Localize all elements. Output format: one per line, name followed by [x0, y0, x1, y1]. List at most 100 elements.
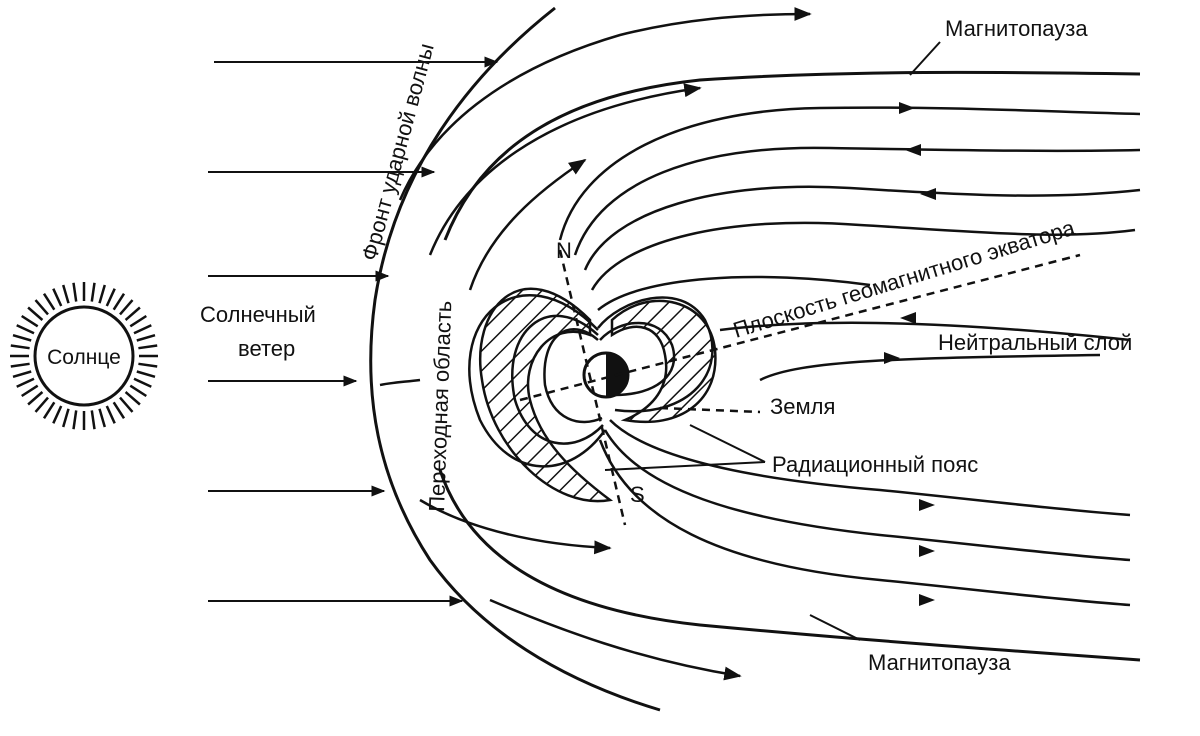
tail-arrow — [919, 499, 935, 511]
magnetopause-bottom-line — [438, 469, 1141, 662]
tail-arrows — [884, 102, 936, 606]
sun-ray — [42, 293, 56, 311]
earth-pointer — [659, 406, 761, 414]
sun-ray — [119, 299, 134, 316]
magnetopause-pointer — [909, 41, 941, 76]
field-line — [609, 419, 1131, 517]
sun-ray — [72, 410, 78, 430]
sun-ray — [61, 408, 70, 428]
sun-ray — [52, 405, 63, 424]
sun-ray — [136, 370, 156, 379]
magnetopause-bottom-label: Магнитопауза — [868, 650, 1011, 675]
flow-line — [428, 83, 702, 256]
sun-ray — [129, 384, 147, 398]
sun-ray — [10, 362, 30, 368]
sun-ray — [105, 288, 116, 307]
sun-ray — [133, 324, 152, 335]
earth-label: Земля — [770, 394, 835, 419]
sun-ray — [90, 410, 96, 430]
sun-ray — [133, 377, 152, 388]
flow-line — [489, 598, 742, 681]
sun-ray — [10, 344, 30, 350]
earth — [582, 351, 630, 399]
sun-ray — [119, 396, 134, 413]
field-line — [590, 221, 1136, 291]
field-line — [597, 275, 871, 311]
tail-arrow — [920, 188, 936, 200]
sun-ray — [12, 370, 32, 379]
neutral-layer-label: Нейтральный слой — [938, 330, 1132, 355]
sun-ray — [138, 344, 158, 350]
sun-ray — [34, 396, 49, 413]
neutral-layer-line — [759, 353, 1101, 382]
flow-line — [379, 378, 421, 387]
sun-ray — [16, 377, 35, 388]
transition-region-label: Переходная область — [424, 300, 456, 512]
flow-line — [398, 7, 812, 201]
sun-ray — [34, 299, 49, 316]
sun-rays — [10, 282, 158, 430]
field-line — [573, 146, 1141, 256]
radiation-belt-right — [610, 299, 717, 424]
tail-arrow — [899, 102, 915, 114]
sun-disk — [33, 305, 135, 407]
sun-ray — [61, 284, 70, 304]
flow-line — [468, 158, 587, 291]
sun-ray — [138, 362, 158, 368]
sun-label: Солнце — [47, 346, 121, 369]
sun-ray — [124, 306, 141, 321]
sun-ray — [16, 324, 35, 335]
sun-ray — [129, 314, 147, 328]
solar-wind-arrows — [208, 56, 499, 607]
tail-arrow — [919, 594, 935, 606]
magnetic-axis — [558, 249, 627, 526]
tail-field-lines — [558, 106, 1141, 607]
sun-ray — [98, 408, 107, 428]
field-line — [558, 106, 1141, 241]
north-pole-label: N — [556, 238, 572, 263]
sun-ray — [21, 384, 39, 398]
sun-ray — [136, 333, 156, 342]
field-line — [583, 185, 1141, 271]
axes — [519, 249, 1081, 526]
magnetopause-top-line — [443, 70, 1141, 241]
tail-arrow — [919, 545, 935, 557]
field-line — [598, 439, 1131, 607]
flow-line — [419, 498, 612, 555]
field-line — [719, 321, 1131, 342]
belt-pointers — [604, 41, 941, 641]
belt-pointer — [689, 424, 766, 463]
sun-ray — [21, 314, 39, 328]
field-line — [603, 429, 1131, 562]
sun-ray — [124, 391, 141, 406]
belt-pointer — [604, 461, 766, 471]
sun-ray — [12, 333, 32, 342]
sun-ray — [27, 391, 44, 406]
magnetopause-pointer — [809, 614, 861, 641]
radiation-belts — [479, 287, 717, 503]
sun-ray — [42, 401, 56, 419]
sun: Солнце — [10, 282, 158, 430]
radiation-belt-label: Радиационный пояс — [772, 452, 978, 477]
sun-ray — [112, 401, 126, 419]
sun-ray — [105, 405, 116, 424]
sun-ray — [27, 306, 44, 321]
tail-arrow — [884, 352, 900, 364]
magnetopause-top-label: Магнитопауза — [945, 16, 1088, 41]
solar-wind-label-line2: ветер — [238, 336, 295, 361]
sun-ray — [52, 288, 63, 307]
sun-ray — [72, 282, 78, 302]
magnetopause-lines — [438, 70, 1141, 662]
tail-arrow — [905, 144, 921, 156]
sheath-flow-lines — [379, 7, 812, 681]
radiation-belt-left — [479, 287, 614, 503]
tail-arrow — [900, 312, 916, 324]
south-pole-label: S — [630, 482, 645, 507]
sun-ray — [98, 284, 107, 304]
solar-wind-label-line1: Солнечный — [200, 302, 316, 327]
equator-plane-line — [519, 253, 1081, 402]
shock-front-line — [369, 6, 661, 712]
sun-ray — [112, 293, 126, 311]
